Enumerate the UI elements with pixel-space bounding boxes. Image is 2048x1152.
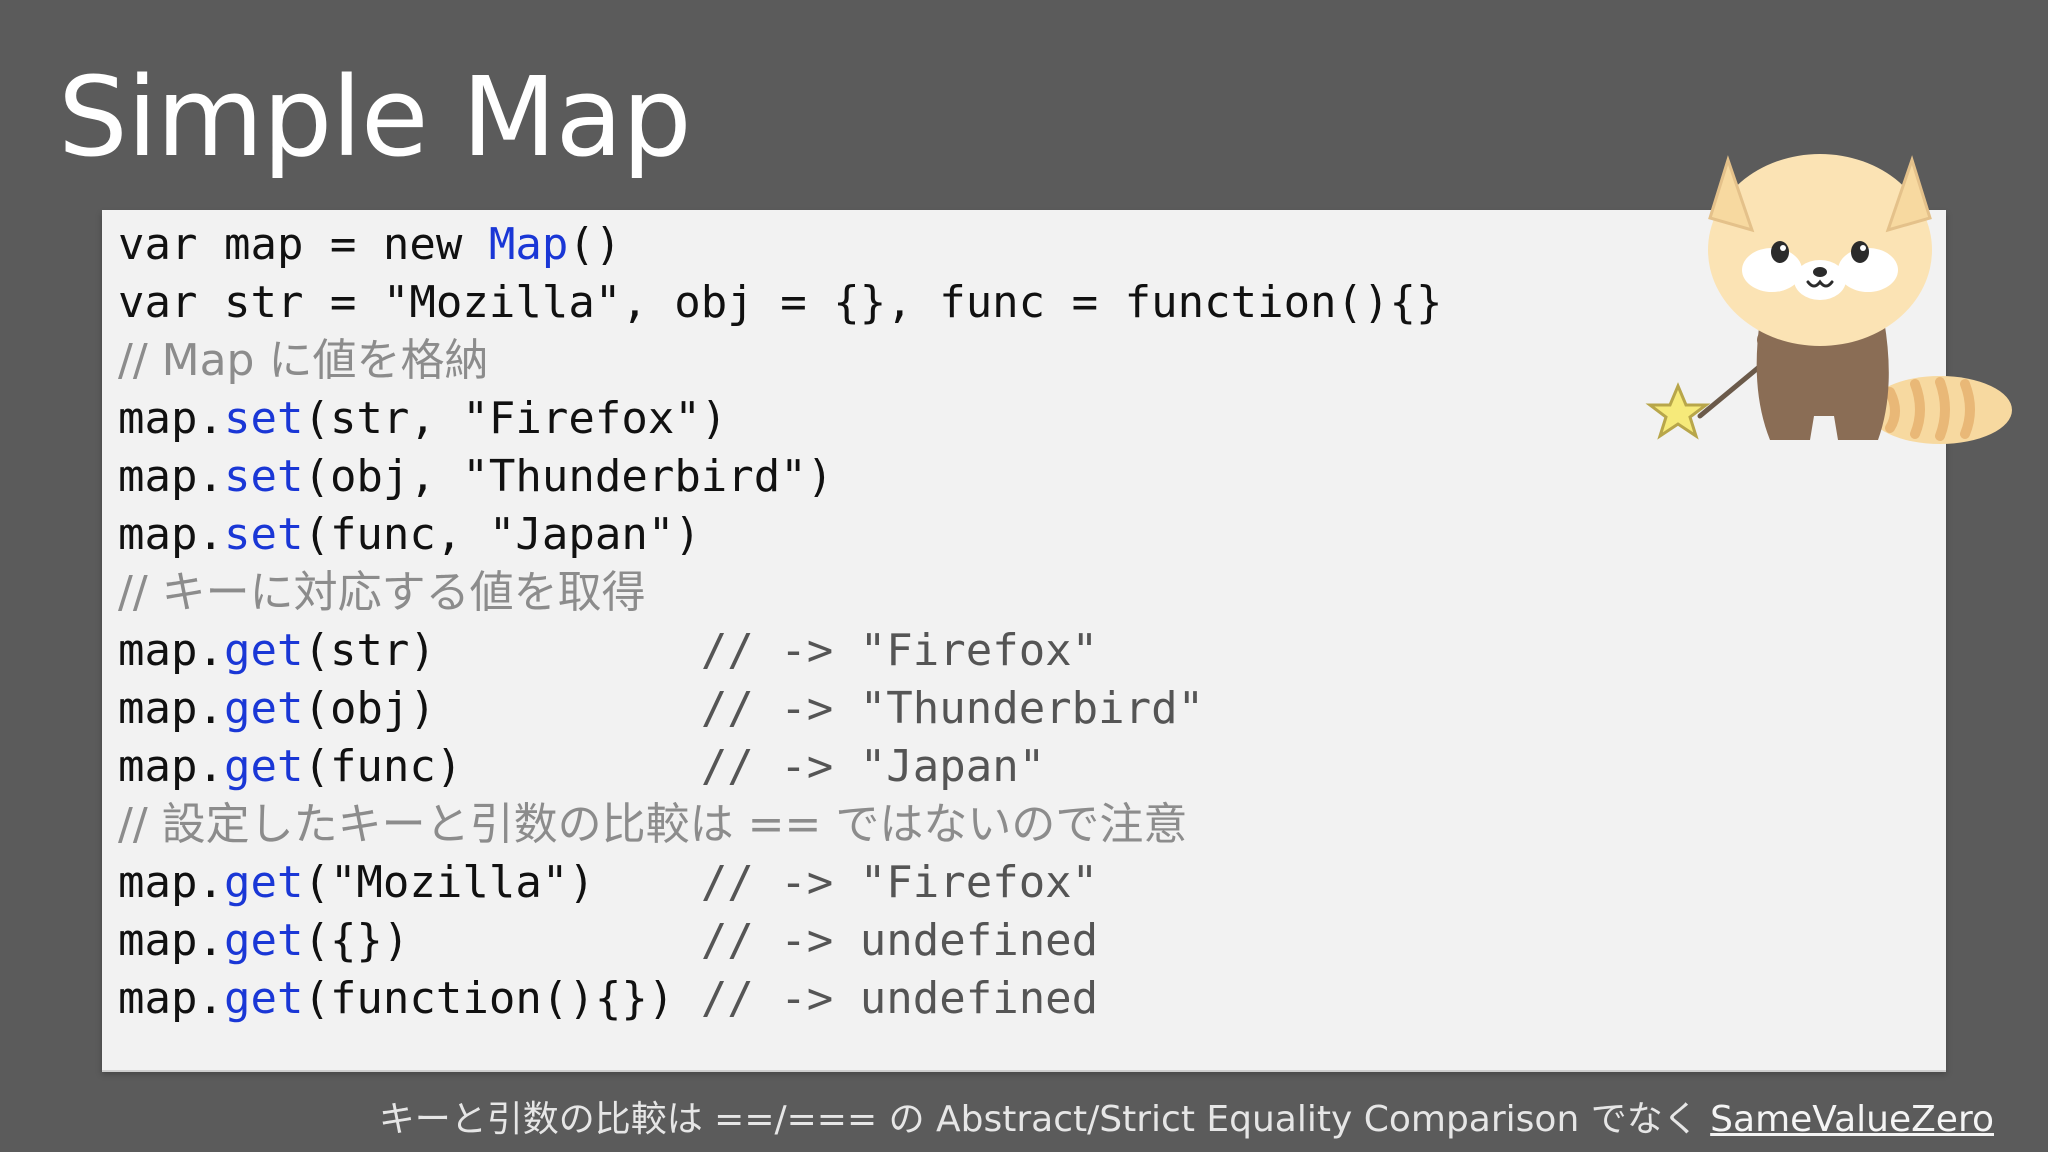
samevaluezero-link[interactable]: SameValueZero xyxy=(1710,1099,1994,1140)
code-token: map. xyxy=(118,625,224,676)
code-method-token: Map xyxy=(488,219,569,270)
code-line: map.get({}) // -> undefined xyxy=(118,912,1098,970)
code-result-comment: // -> "Thunderbird" xyxy=(700,683,1205,734)
code-line: map.set(str, "Firefox") xyxy=(118,390,727,448)
code-token: (str) xyxy=(303,625,701,676)
code-method-token: get xyxy=(223,857,304,908)
footnote-text: キーと引数の比較は ==/=== の Abstract/Strict Equal… xyxy=(378,1099,1711,1140)
code-result-comment: // -> "Japan" xyxy=(700,741,1046,792)
code-line: map.get(obj) // -> "Thunderbird" xyxy=(118,680,1204,738)
code-method-token: get xyxy=(223,625,304,676)
code-line: var map = new Map() xyxy=(118,216,621,274)
code-token: map. xyxy=(118,741,224,792)
code-token: (obj) xyxy=(303,683,701,734)
code-method-token: get xyxy=(223,973,304,1024)
code-method-token: get xyxy=(223,741,304,792)
code-line: map.get(str) // -> "Firefox" xyxy=(118,622,1098,680)
code-result-comment: // -> undefined xyxy=(700,973,1099,1024)
code-method-token: get xyxy=(223,683,304,734)
red-panda-mascot-icon xyxy=(1645,154,2012,444)
code-comment-token: // Map に値を格納 xyxy=(118,335,489,386)
code-line: map.get(func) // -> "Japan" xyxy=(118,738,1045,796)
code-token: map. xyxy=(118,683,224,734)
code-block: var map = new Map()var str = "Mozilla", … xyxy=(102,210,1946,1070)
code-token: (func) xyxy=(303,741,701,792)
code-token: map. xyxy=(118,509,224,560)
code-token: () xyxy=(568,219,622,270)
code-method-token: set xyxy=(223,509,304,560)
code-line: var str = "Mozilla", obj = {}, func = fu… xyxy=(118,274,1443,332)
code-comment-line: // 設定したキーと引数の比較は == ではないので注意 xyxy=(118,796,1187,854)
code-token: map. xyxy=(118,857,224,908)
code-token: (func, "Japan") xyxy=(303,509,701,560)
code-method-token: set xyxy=(223,451,304,502)
code-token: ({}) xyxy=(303,915,701,966)
code-line: map.get(function(){}) // -> undefined xyxy=(118,970,1098,1028)
code-token: (str, "Firefox") xyxy=(303,393,728,444)
code-method-token: set xyxy=(223,393,304,444)
code-line: map.set(func, "Japan") xyxy=(118,506,701,564)
code-method-token: get xyxy=(223,915,304,966)
code-token: var str = "Mozilla", obj = {}, func = fu… xyxy=(118,277,1443,328)
code-result-comment: // -> "Firefox" xyxy=(700,857,1099,908)
code-token: ("Mozilla") xyxy=(303,857,701,908)
code-result-comment: // -> "Firefox" xyxy=(700,625,1099,676)
footnote: キーと引数の比較は ==/=== の Abstract/Strict Equal… xyxy=(379,1098,1994,1141)
code-line: map.set(obj, "Thunderbird") xyxy=(118,448,833,506)
code-token: var map = new xyxy=(118,219,489,270)
code-token: (function(){}) xyxy=(303,973,701,1024)
code-token: map. xyxy=(118,973,224,1024)
code-token: map. xyxy=(118,915,224,966)
code-comment-line: // キーに対応する値を取得 xyxy=(118,564,646,622)
code-token: map. xyxy=(118,451,224,502)
code-comment-token: // キーに対応する値を取得 xyxy=(118,567,646,618)
code-comment-line: // Map に値を格納 xyxy=(118,332,488,390)
code-token: (obj, "Thunderbird") xyxy=(303,451,834,502)
code-result-comment: // -> undefined xyxy=(700,915,1099,966)
code-token: map. xyxy=(118,393,224,444)
code-comment-token: // 設定したキーと引数の比較は == ではないので注意 xyxy=(118,799,1188,850)
code-line: map.get("Mozilla") // -> "Firefox" xyxy=(118,854,1098,912)
slide-title: Simple Map xyxy=(58,53,692,181)
